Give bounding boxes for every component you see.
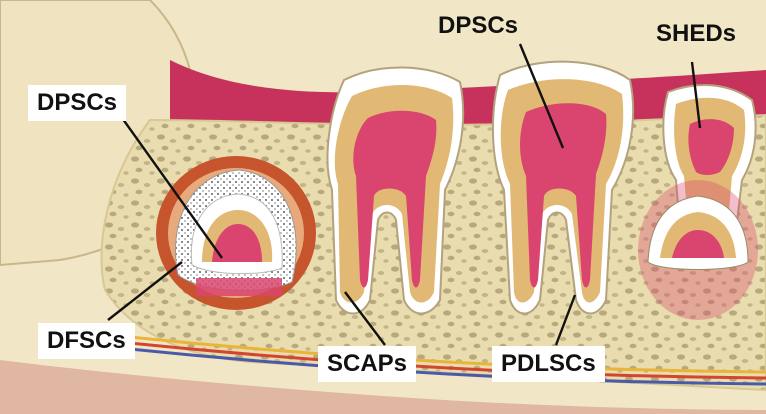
label-dpscs-left: DPSCs (28, 85, 126, 121)
label-dpscs-top: DPSCs (438, 14, 518, 38)
label-pdlscs: PDLSCs (492, 346, 605, 382)
label-sheds: SHEDs (656, 22, 736, 46)
label-scaps: SCAPs (318, 346, 416, 382)
developing-tooth (156, 156, 316, 310)
label-dfscs: DFSCs (38, 323, 135, 359)
